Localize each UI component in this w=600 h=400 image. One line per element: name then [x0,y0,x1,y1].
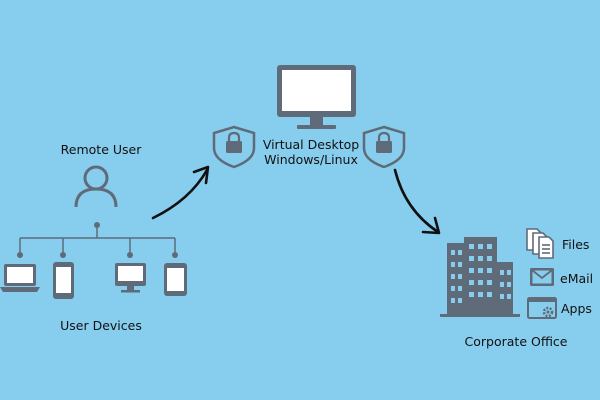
user-icon [74,165,118,208]
remote-user-label: Remote User [60,142,142,157]
device-tree-dots [17,252,178,258]
files-label: Files [562,237,590,252]
virtual-desktop-label: Virtual Desktop [262,137,360,152]
email-label: eMail [560,271,594,286]
virtual-desktop-monitor-icon [277,65,356,129]
device-tree-lines [19,225,176,255]
shield-lock-icon [362,125,406,169]
user-devices-label: User Devices [60,318,142,333]
arrow-to-corporate-office [393,168,441,235]
office-buildings-icon [440,237,520,317]
files-icon [526,228,554,259]
phone-icon [53,262,74,299]
apps-icon [527,297,557,319]
shield-lock-icon [212,125,256,169]
email-icon [530,268,554,286]
laptop-icon [0,264,40,292]
corporate-office-label: Corporate Office [464,334,568,349]
virtual-desktop-os-label: Windows/Linux [264,152,358,167]
apps-label: Apps [561,301,592,316]
desktop-monitor-icon [115,263,146,293]
tablet-icon [164,263,187,296]
arrow-to-virtual-desktop [151,165,210,220]
